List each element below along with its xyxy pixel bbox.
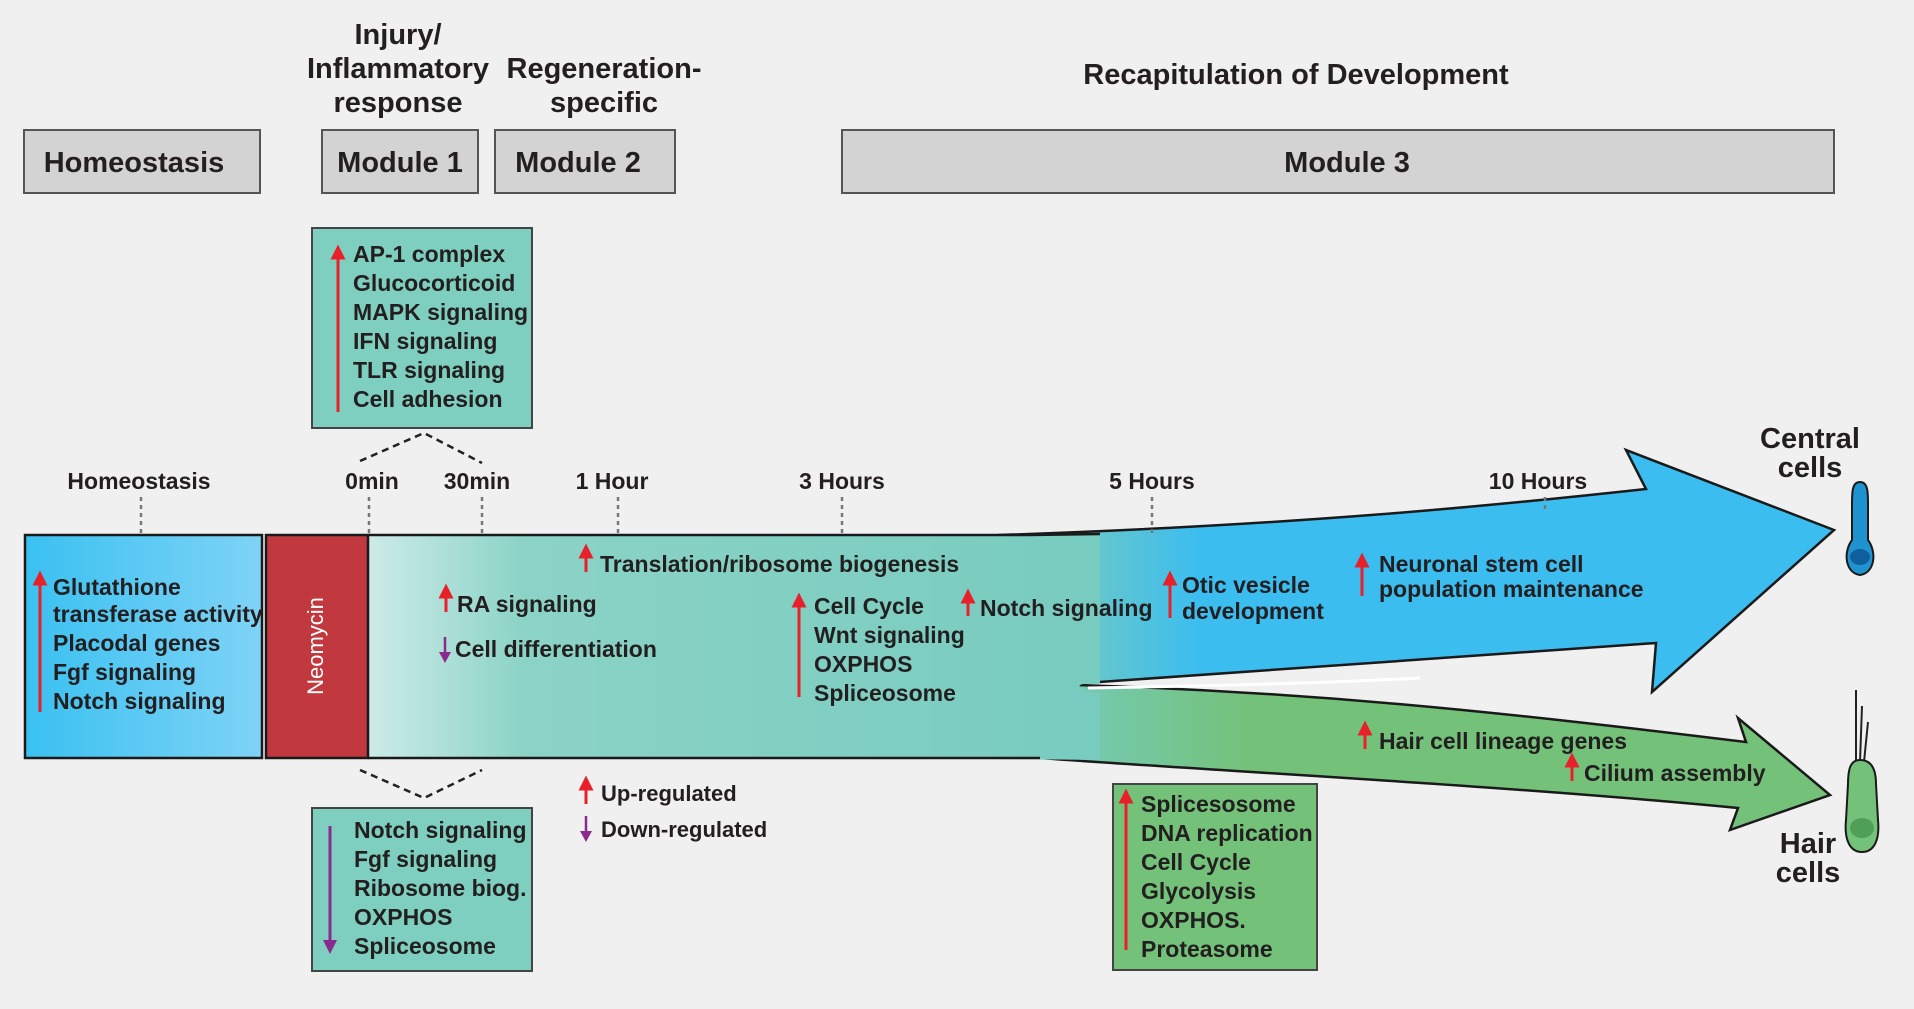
timepoint-homeostasis: Homeostasis bbox=[67, 468, 210, 494]
module1-down-item: Spliceosome bbox=[354, 933, 496, 959]
phase-injury-header: Injury/ Inflammatory response bbox=[307, 19, 489, 119]
neomycin-label: Neomycin bbox=[303, 597, 328, 695]
module1-up-item: Glucocorticoid bbox=[353, 270, 515, 296]
phase-regeneration-line1: Regeneration- bbox=[507, 53, 702, 85]
homeostasis-up-item: transferase activity bbox=[53, 601, 263, 627]
module-3-box: Module 3 bbox=[841, 129, 1835, 194]
hair-box-up-item: DNA replication bbox=[1141, 820, 1313, 846]
module1-up-item: AP-1 complex bbox=[353, 241, 505, 267]
term-otic-line2: development bbox=[1182, 598, 1324, 624]
term-neuronal-line2: population maintenance bbox=[1379, 576, 1644, 602]
module2-up-item: OXPHOS bbox=[814, 651, 912, 677]
hair-box-up-item: Splicesosome bbox=[1141, 791, 1296, 817]
timepoint-1-hour: 1 Hour bbox=[576, 468, 649, 494]
central-cells-label-line1: Central bbox=[1760, 423, 1860, 455]
term-ra-signaling: RA signaling bbox=[457, 591, 597, 617]
hair-box-up-item: Glycolysis bbox=[1141, 878, 1256, 904]
phase-injury-line1: Injury/ bbox=[354, 19, 441, 51]
module1-down-item: OXPHOS bbox=[354, 904, 452, 930]
timepoint-0min: 0min bbox=[345, 468, 399, 494]
hair-cells-arrow bbox=[1038, 682, 1833, 833]
module1-upregulated-box: AP-1 complex Glucocorticoid MAPK signali… bbox=[311, 227, 533, 429]
homeostasis-up-item: Glutathione bbox=[53, 574, 181, 600]
phase-injury-line2: Inflammatory bbox=[307, 53, 489, 85]
module-1-label: Module 1 bbox=[337, 147, 463, 179]
phase-regeneration-header: Regeneration- specific bbox=[507, 53, 702, 119]
module-homeostasis-box: Homeostasis bbox=[23, 129, 261, 194]
timepoint-30min: 30min bbox=[444, 468, 510, 494]
down-arrow-icon bbox=[439, 637, 451, 663]
term-cell-differentiation: Cell differentiation bbox=[455, 636, 657, 662]
zoom-bracket-bottom bbox=[359, 768, 483, 800]
homeostasis-up-item: Placodal genes bbox=[53, 630, 220, 656]
module1-up-item: MAPK signaling bbox=[353, 299, 528, 325]
homeostasis-up-item: Fgf signaling bbox=[53, 659, 196, 685]
phase-regeneration-line2: specific bbox=[550, 87, 658, 119]
hair-box-up-item: Cell Cycle bbox=[1141, 849, 1251, 875]
down-arrow-icon bbox=[323, 826, 337, 954]
term-hair-lineage: Hair cell lineage genes bbox=[1379, 728, 1627, 754]
hair-cells-label-line1: Hair bbox=[1780, 828, 1836, 860]
term-cilium-assembly: Cilium assembly bbox=[1584, 760, 1766, 786]
module-1-box: Module 1 bbox=[321, 129, 479, 194]
timepoint-ticks bbox=[139, 497, 1547, 535]
legend-down-label: Down-regulated bbox=[601, 817, 767, 842]
module-homeostasis-label: Homeostasis bbox=[44, 147, 225, 179]
module1-up-item: IFN signaling bbox=[353, 328, 497, 354]
module-2-label: Module 2 bbox=[515, 147, 641, 179]
zoom-bracket-top bbox=[359, 431, 483, 465]
legend: Up-regulated Down-regulated bbox=[578, 775, 767, 842]
module1-down-item: Ribosome biog. bbox=[354, 875, 527, 901]
timeline-top-edge bbox=[368, 532, 1101, 537]
module1-down-item: Notch signaling bbox=[354, 817, 527, 843]
timepoint-10-hours: 10 Hours bbox=[1489, 468, 1587, 494]
module1-down-item: Fgf signaling bbox=[354, 846, 497, 872]
timepoint-labels: Homeostasis 0min 30min 1 Hour 3 Hours 5 … bbox=[67, 468, 1587, 494]
timepoint-5-hours: 5 Hours bbox=[1109, 468, 1195, 494]
module2-up-item: Wnt signaling bbox=[814, 622, 965, 648]
branch-split bbox=[1087, 676, 1421, 690]
central-cells-label-line2: cells bbox=[1778, 452, 1843, 484]
hair-cells-label-line2: cells bbox=[1776, 857, 1841, 889]
term-otic-line1: Otic vesicle bbox=[1182, 572, 1310, 598]
module-3-label: Module 3 bbox=[1284, 147, 1410, 179]
central-cell-icon bbox=[1845, 480, 1875, 577]
hair-box-up-item: OXPHOS. bbox=[1141, 907, 1246, 933]
timeline-body bbox=[368, 534, 1100, 760]
homeostasis-timeline-box: Glutathione transferase activity Placoda… bbox=[23, 533, 264, 760]
module1-up-item: TLR signaling bbox=[353, 357, 505, 383]
term-neuronal-line1: Neuronal stem cell bbox=[1379, 551, 1584, 577]
hair-cell-icon bbox=[1844, 690, 1880, 854]
module2-up-item: Cell Cycle bbox=[814, 593, 924, 619]
legend-up-label: Up-regulated bbox=[601, 781, 737, 806]
homeostasis-up-item: Notch signaling bbox=[53, 688, 226, 714]
term-notch-signaling: Notch signaling bbox=[980, 595, 1153, 621]
module1-downregulated-box: Notch signaling Fgf signaling Ribosome b… bbox=[311, 807, 533, 972]
hair-branch-upregulated-box: Splicesosome DNA replication Cell Cycle … bbox=[1112, 783, 1318, 971]
term-translation: Translation/ribosome biogenesis bbox=[600, 551, 959, 577]
phase-recapitulation-header: Recapitulation of Development bbox=[1083, 59, 1509, 91]
phase-injury-line3: response bbox=[334, 87, 463, 119]
module-2-box: Module 2 bbox=[494, 129, 676, 194]
legend-down-arrow-icon bbox=[580, 816, 592, 842]
hair-box-up-item: Proteasome bbox=[1141, 936, 1273, 962]
module1-up-item: Cell adhesion bbox=[353, 386, 503, 412]
neomycin-treatment-box: Neomycin bbox=[264, 533, 370, 760]
module2-up-item: Spliceosome bbox=[814, 680, 956, 706]
timepoint-3-hours: 3 Hours bbox=[799, 468, 885, 494]
